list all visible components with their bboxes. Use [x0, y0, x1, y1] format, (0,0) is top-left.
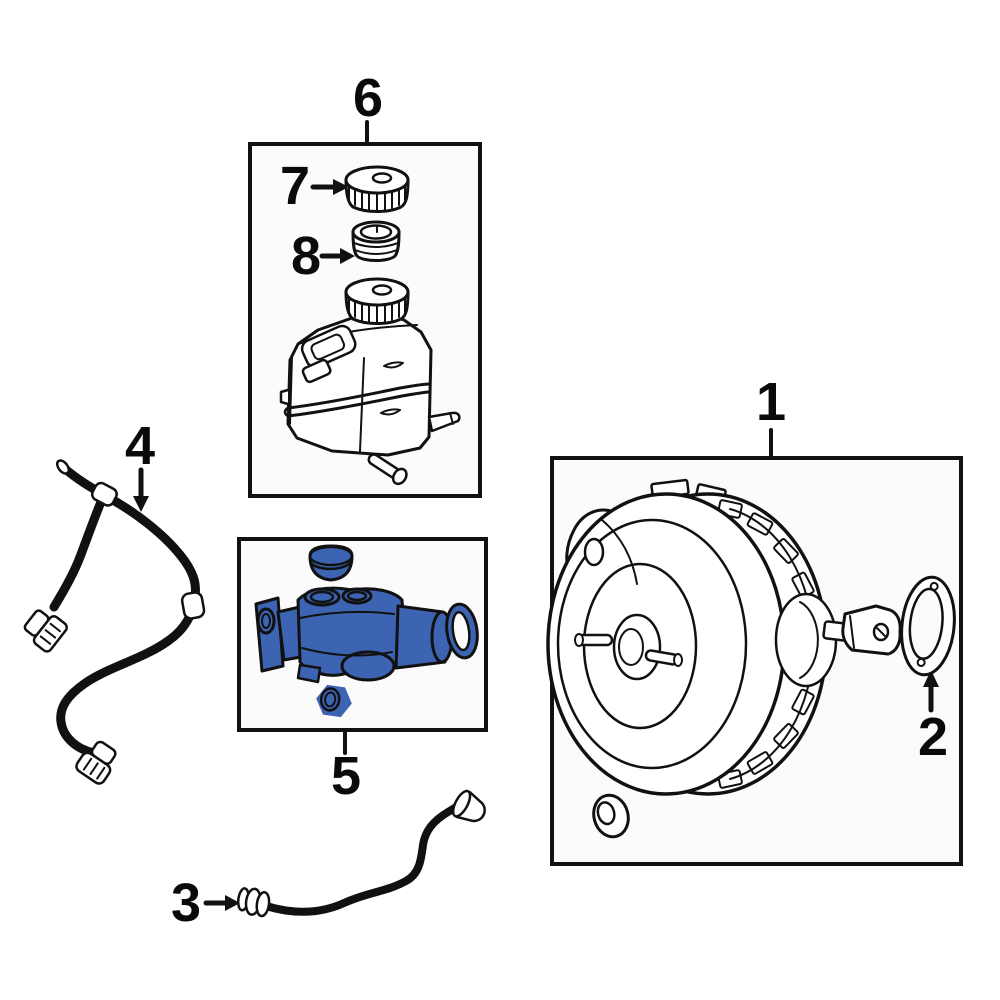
callout-reservoir: 6	[352, 68, 384, 128]
fluid-reservoir-drawing	[279, 277, 461, 457]
booster-gasket-drawing	[900, 575, 956, 677]
vacuum-tube-drawing	[236, 789, 486, 918]
callout-reservoir-cap: 7	[279, 156, 311, 216]
reservoir-strainer-drawing	[351, 220, 401, 262]
arrow-to-tube	[203, 895, 240, 911]
callout-booster: 1	[755, 372, 787, 432]
cylinder-oring-drawing	[445, 602, 479, 660]
arrow-to-reservoir-cap	[310, 179, 349, 195]
cylinder-nut-drawing	[316, 684, 352, 718]
callout-tube: 3	[170, 873, 202, 933]
callout-gasket: 2	[917, 707, 949, 767]
cylinder-cap-drawing	[308, 544, 354, 582]
cylinder-body-drawing	[254, 586, 454, 684]
brake-booster-drawing	[546, 478, 902, 839]
master-cylinder-drawing	[254, 544, 479, 718]
arrow-to-gasket	[923, 670, 939, 713]
callout-hose: 4	[124, 416, 156, 476]
callout-strainer: 8	[290, 226, 322, 286]
arrow-to-strainer	[319, 248, 355, 264]
callout-master-cylinder: 5	[330, 746, 362, 806]
arrow-to-hose	[133, 467, 149, 512]
reservoir-cap-drawing	[344, 165, 410, 213]
roll-pin-drawing	[367, 453, 408, 486]
mount-grommet-drawing	[592, 793, 630, 839]
vacuum-hose-drawing	[23, 459, 206, 785]
